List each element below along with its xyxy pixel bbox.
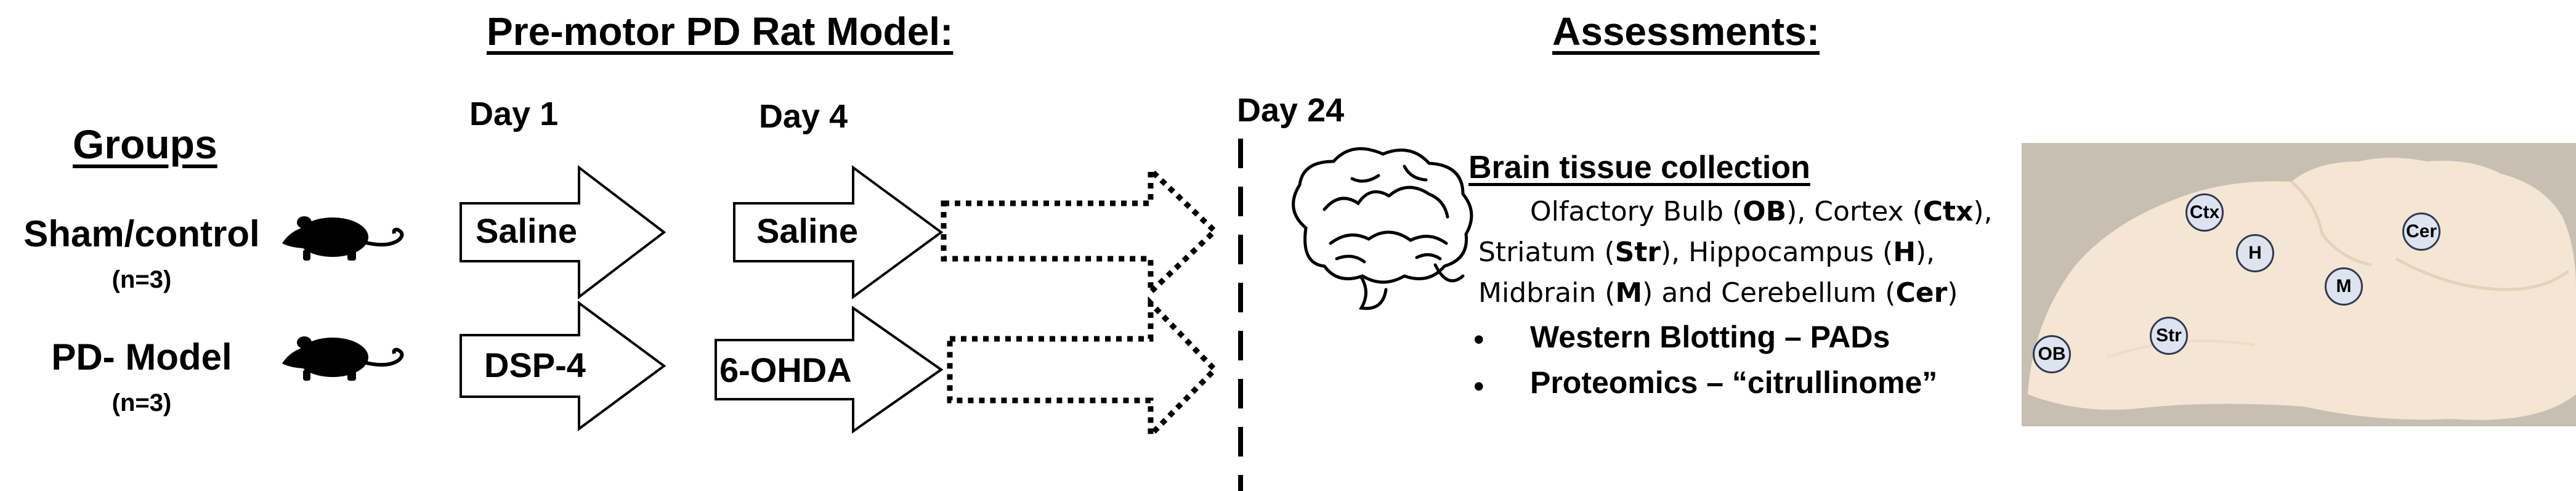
pd-group-name: PD- Model [51,336,232,378]
rat-icon [282,216,402,261]
groups-title: Groups [73,121,217,167]
sham-day1-treatment: Saline [476,211,577,250]
bullet-dot: • [1473,322,1484,357]
day1-sham-arrow [460,164,666,300]
region-marker-str: Str [2150,317,2188,355]
day1-pd-arrow [460,301,666,431]
day4-pd-arrow [715,306,944,434]
regions-line-1: Olfactory Bulb (OB), Cortex (Ctx), [1530,196,1993,227]
day4-label: Day 4 [759,98,848,135]
region-marker-ob: OB [2033,335,2071,373]
bullet-dot: • [1473,369,1484,404]
brain-icon [1292,147,1473,310]
pd-group-n: (n=3) [111,389,172,416]
regions-line-2: Striatum (Str), Hippocampus (H), [1478,237,1935,268]
collection-title: Brain tissue collection [1468,150,1810,185]
rat-icon [282,336,402,381]
assessments-header: Assessments: [1552,9,1820,54]
region-marker-h: H [2236,234,2274,272]
sham-day4-treatment: Saline [756,211,858,250]
region-marker-m: M [2325,267,2363,306]
day4-sham-arrow [733,165,944,299]
brain-tissue-photo [2022,143,2576,426]
model-header: Pre-motor PD Rat Model: [487,9,954,54]
pd-day4-treatment: 6-OHDA [719,351,852,389]
region-marker-cer: Cer [2402,213,2440,251]
regions-line-3: Midbrain (M) and Cerebellum (Cer) [1478,277,1958,309]
sham-dotted-arrow [941,163,1219,299]
pd-day1-treatment: DSP-4 [484,346,586,384]
sham-group-name: Sham/control [23,213,260,254]
bullet-proteomics: Proteomics – “citrullinome” [1530,365,1938,400]
sham-group-n: (n=3) [111,266,172,293]
day1-label: Day 1 [469,95,559,132]
region-marker-ctx: Ctx [2185,193,2224,232]
pd-dotted-arrow [947,296,1219,442]
day24-label: Day 24 [1237,92,1345,129]
bullet-western: Western Blotting – PADs [1530,320,1890,354]
